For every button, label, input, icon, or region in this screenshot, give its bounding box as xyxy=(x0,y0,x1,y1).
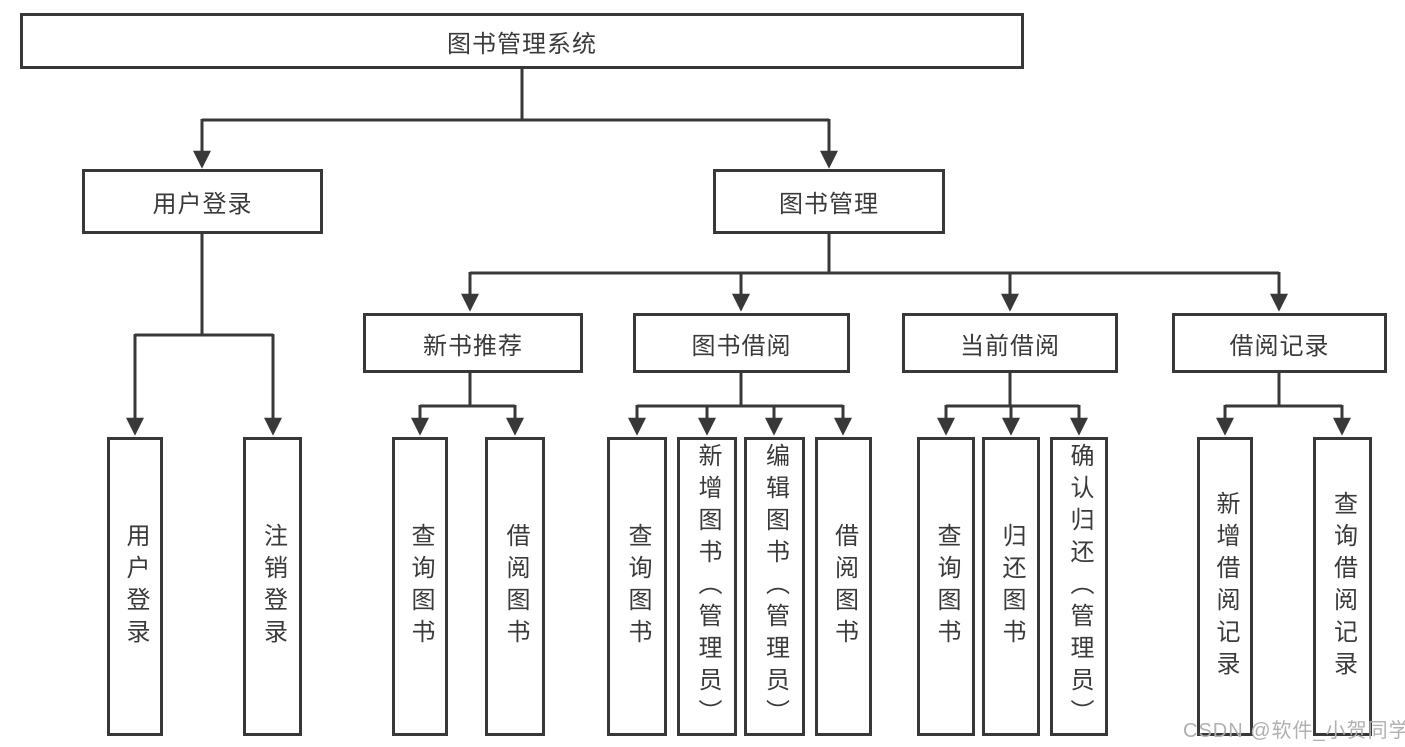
leaf-borrowing-query-books: 查询图书 xyxy=(607,437,667,736)
node-label: 查询图书 xyxy=(624,522,651,651)
node-label: 借阅记录 xyxy=(1229,332,1330,360)
leaf-current-query-books: 查询图书 xyxy=(917,437,975,736)
leaf-recommend-query-books: 查询图书 xyxy=(392,437,448,736)
node-label: 新书推荐 xyxy=(423,332,523,360)
node-label: 确认归还（管理员） xyxy=(1066,442,1093,731)
node-label: 查询借阅记录 xyxy=(1329,490,1357,683)
leaf-logout: 注销登录 xyxy=(243,437,302,736)
node-label: 归还图书 xyxy=(998,522,1025,651)
leaf-current-confirm-return-admin: 确认归还（管理员） xyxy=(1050,437,1108,736)
node-label: 新增图书（管理员） xyxy=(694,442,721,731)
node-current-borrowing: 当前借阅 xyxy=(902,313,1118,373)
leaf-recommend-borrow-books: 借阅图书 xyxy=(485,437,545,736)
node-label: 注销登录 xyxy=(259,522,287,651)
node-label: 图书借阅 xyxy=(691,332,792,360)
node-book-borrowing: 图书借阅 xyxy=(633,313,850,373)
leaf-borrowing-edit-books-admin: 编辑图书（管理员） xyxy=(744,437,805,736)
csdn-watermark: CSDN @软件_小贺同学 xyxy=(1183,720,1405,742)
node-library-management-system: 图书管理系统 xyxy=(20,13,1024,69)
node-label: 用户登录 xyxy=(122,522,149,651)
node-label: 图书管理 xyxy=(779,191,879,218)
node-label: 借阅图书 xyxy=(502,522,529,651)
node-new-book-recommendation: 新书推荐 xyxy=(363,313,583,373)
node-book-management: 图书管理 xyxy=(713,169,945,234)
node-label: 当前借阅 xyxy=(960,332,1060,360)
node-label: 借阅图书 xyxy=(830,522,858,651)
node-user-login: 用户登录 xyxy=(82,169,323,234)
node-label: 查询图书 xyxy=(407,522,434,651)
node-label: 图书管理系统 xyxy=(447,30,597,58)
node-label: 查询图书 xyxy=(933,522,960,651)
leaf-records-query-borrow-record: 查询借阅记录 xyxy=(1313,437,1372,736)
leaf-borrowing-borrow-books: 借阅图书 xyxy=(815,437,872,736)
node-borrowing-records: 借阅记录 xyxy=(1172,313,1387,373)
node-label: 新增借阅记录 xyxy=(1212,490,1239,683)
node-label: 用户登录 xyxy=(152,191,253,218)
node-label: 编辑图书（管理员） xyxy=(761,442,789,731)
leaf-user-login: 用户登录 xyxy=(107,437,163,736)
leaf-current-return-books: 归还图书 xyxy=(982,437,1040,736)
leaf-borrowing-add-books-admin: 新增图书（管理员） xyxy=(677,437,737,736)
leaf-records-add-borrow-record: 新增借阅记录 xyxy=(1197,437,1253,736)
